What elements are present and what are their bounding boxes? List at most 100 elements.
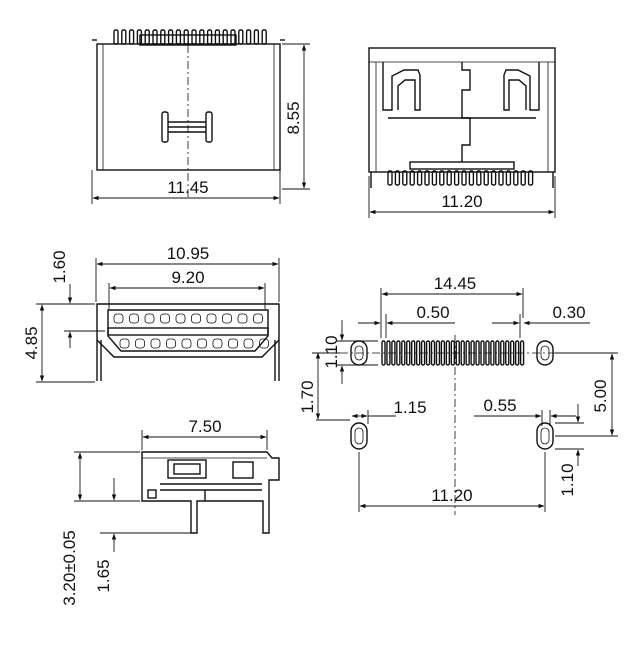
top-view-pin	[175, 29, 182, 45]
side-view-total-height-label: 3.20±0.05	[60, 530, 79, 606]
end-view-contact-bottom	[228, 338, 238, 349]
end-view-shell	[96, 303, 280, 358]
end-view-contact-top	[175, 313, 186, 324]
footprint-pad	[465, 340, 470, 366]
footprint-pad	[386, 340, 391, 366]
top-view-pin	[136, 29, 143, 45]
front-view-pin	[520, 170, 526, 186]
end-view-contact-bottom	[119, 338, 130, 349]
end-view-contact-bottom	[197, 338, 207, 349]
top-view-body	[96, 43, 281, 171]
top-view-h-mark	[161, 111, 213, 143]
end-view-contact-top	[113, 313, 124, 324]
footprint: 14.45 0.50 0.30 1.10 1.70 1.15 0.55	[298, 274, 618, 515]
end-view-contact-bottom	[181, 338, 192, 349]
footprint-pad	[420, 340, 426, 366]
top-view-pin	[183, 29, 189, 45]
end-view-inner-width-label: 9.20	[171, 268, 204, 287]
top-view-pin	[160, 29, 166, 45]
end-view-contact-top	[129, 313, 139, 324]
front-view-pin	[498, 170, 504, 186]
footprint-pad	[495, 340, 500, 366]
side-view-body	[141, 451, 280, 534]
end-view: 10.95 9.20 1.60 4.85	[22, 244, 280, 383]
top-view: 11.45 8.55	[91, 29, 310, 204]
front-view-pin	[468, 170, 475, 186]
top-view-pin	[214, 29, 221, 45]
front-view: 11.20	[368, 47, 556, 218]
front-view-width-label: 11.20	[441, 192, 482, 211]
footprint-pad	[475, 340, 480, 366]
front-view-pin	[453, 170, 460, 186]
footprint-hole-width-label: 0.55	[483, 396, 516, 415]
footprint-pad	[490, 340, 495, 366]
top-view-pin	[144, 29, 150, 45]
end-view-contact-top	[191, 313, 201, 324]
end-view-contact-bottom	[150, 338, 161, 349]
top-view-pin	[152, 29, 158, 45]
top-view-pin	[222, 29, 228, 45]
front-view-pin	[416, 170, 423, 186]
footprint-hole-offset-label: 1.15	[393, 398, 426, 417]
top-view-pin	[121, 29, 127, 45]
end-view-pins	[113, 313, 269, 349]
footprint-pad	[455, 340, 460, 366]
front-view-pin	[461, 170, 467, 186]
top-view-pin	[113, 29, 119, 45]
end-view-contact-top	[253, 313, 263, 324]
end-view-contact-bottom	[259, 338, 269, 349]
top-view-pins	[92, 29, 285, 45]
end-view-contact-top	[222, 313, 232, 324]
front-view-pin	[513, 170, 519, 186]
footprint-pad	[514, 340, 520, 366]
top-view-pin	[253, 29, 260, 45]
top-view-pin	[128, 29, 135, 45]
footprint-mount-slots	[350, 340, 554, 450]
top-view-height-label: 8.55	[284, 101, 303, 134]
end-view-top-offset-label: 1.60	[50, 250, 69, 283]
footprint-pad	[391, 340, 396, 366]
top-view-pin	[191, 29, 197, 45]
footprint-pad	[460, 340, 465, 366]
side-view-pin-height-label: 1.65	[94, 559, 113, 592]
end-view-contact-bottom	[243, 338, 254, 349]
end-view-contact-top	[206, 313, 217, 324]
footprint-pad	[470, 340, 475, 366]
footprint-pad	[505, 340, 510, 366]
footprint-pad	[425, 340, 431, 366]
footprint-pad	[381, 340, 386, 366]
footprint-pad	[401, 340, 406, 366]
top-view-pin	[238, 29, 244, 45]
footprint-pad	[411, 340, 416, 366]
top-view-pin	[167, 29, 174, 45]
side-view-length-label: 7.50	[188, 417, 221, 436]
footprint-pad	[480, 340, 485, 366]
footprint-pad	[519, 340, 525, 366]
footprint-pad	[406, 340, 411, 366]
footprint-pad	[485, 340, 490, 366]
footprint-pad	[435, 340, 441, 366]
footprint-pad	[500, 340, 505, 366]
footprint-pad-width-label: 0.30	[552, 303, 585, 322]
footprint-pitch-label: 0.50	[416, 303, 449, 322]
front-view-pin	[483, 170, 489, 186]
footprint-pad	[445, 340, 451, 366]
footprint-pad	[415, 340, 421, 366]
footprint-row-offset-label: 1.70	[298, 380, 317, 413]
top-view-pin	[199, 29, 205, 45]
top-view-pin	[261, 29, 267, 45]
footprint-signal-pads	[381, 340, 525, 366]
front-view-pin	[505, 170, 512, 186]
front-view-pin	[424, 170, 430, 186]
top-view-width-label: 11.45	[167, 178, 208, 197]
footprint-pad-height-label: 1.10	[322, 335, 341, 368]
end-view-contact-top	[237, 313, 248, 324]
footprint-pad	[430, 340, 436, 366]
end-view-contact-bottom	[135, 338, 145, 349]
end-view-contact-bottom	[212, 338, 223, 349]
end-view-contact-top	[160, 313, 170, 324]
front-view-pin	[409, 170, 415, 186]
footprint-pad	[440, 340, 446, 366]
end-view-contact-top	[144, 313, 155, 324]
